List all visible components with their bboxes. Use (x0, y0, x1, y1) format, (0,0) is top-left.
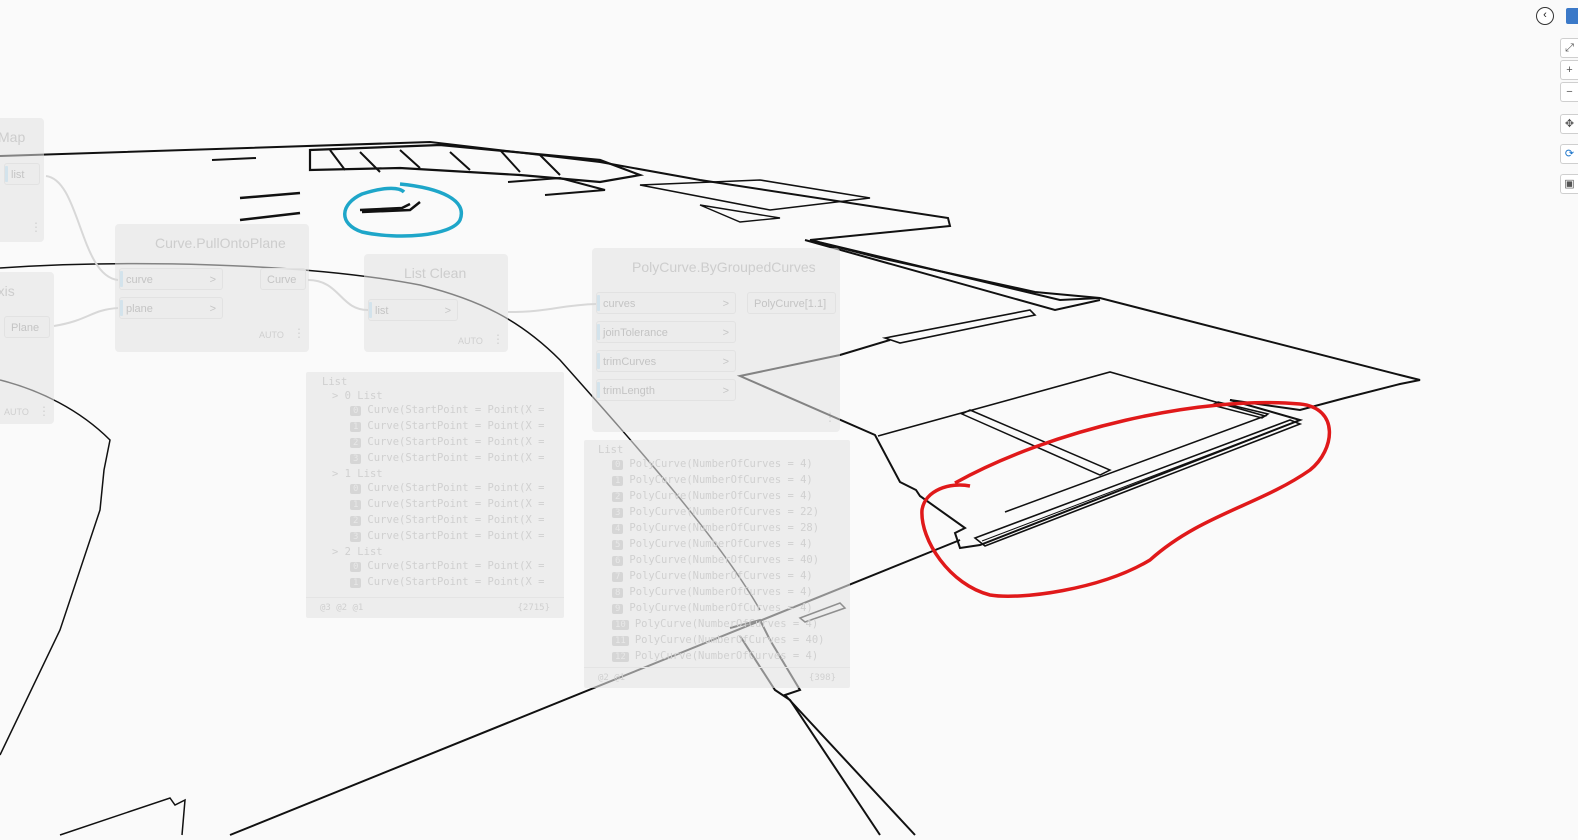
auto-label: AUTO (458, 336, 483, 346)
group-label: > 2 List (332, 546, 383, 558)
more-icon[interactable]: ⋮ (293, 326, 305, 340)
chevron-left-icon[interactable]: ‹ (1536, 7, 1554, 25)
more-icon[interactable]: ⋮ (492, 332, 504, 346)
list-input-port[interactable]: list (4, 163, 40, 185)
geometry-outline (0, 140, 1421, 550)
node-title: YAxis (0, 283, 15, 299)
trim-length-input-port[interactable]: trimLength> (596, 379, 736, 401)
curves-input-port[interactable]: curves> (596, 292, 736, 314)
zoom-in-icon[interactable]: + (1560, 60, 1578, 80)
auto-label: AUTO (4, 407, 29, 417)
more-icon[interactable]: ⋮ (824, 410, 836, 424)
plane-input-port[interactable]: plane> (119, 297, 223, 319)
screenshot-icon[interactable]: ▣ (1560, 174, 1578, 194)
join-tolerance-input-port[interactable]: joinTolerance> (596, 321, 736, 343)
plane-output-port[interactable]: Plane (4, 316, 50, 338)
group-label: > 1 List (332, 468, 383, 480)
node-title: PolyCurve.ByGroupedCurves (632, 259, 816, 275)
map-node[interactable]: Map list ⋮ (0, 118, 44, 242)
node-title: Curve.PullOntoPlane (155, 235, 286, 251)
zoom-extents-icon[interactable]: ⤢ (1560, 38, 1578, 58)
preview-footer: @2 @1 {398} (584, 667, 850, 688)
yaxis-node[interactable]: YAxis Plane AUTO ⋮ (0, 272, 54, 424)
more-icon[interactable]: ⋮ (30, 220, 42, 234)
preview-header: List (322, 376, 348, 388)
blue-highlight-circle (343, 182, 464, 238)
pan-icon[interactable]: ✥ (1560, 114, 1578, 134)
node-title: Map (0, 129, 26, 145)
curve-output-port[interactable]: Curve (260, 268, 306, 290)
auto-label: AUTO (259, 330, 284, 340)
zoom-out-icon[interactable]: − (1560, 82, 1578, 102)
curve-input-port[interactable]: curve> (119, 268, 223, 290)
trim-curves-input-port[interactable]: trimCurves> (596, 350, 736, 372)
list-clean-node[interactable]: List Clean list> AUTO ⋮ (364, 254, 508, 352)
more-icon[interactable]: ⋮ (38, 404, 50, 418)
save-icon[interactable] (1566, 8, 1578, 24)
group-label: > 0 List (332, 390, 383, 402)
preview-footer: @3 @2 @1 {2715} (306, 597, 564, 618)
orbit-icon[interactable]: ⟳ (1560, 144, 1578, 164)
preview-header: List (598, 444, 624, 456)
pull-onto-plane-node[interactable]: Curve.PullOntoPlane curve> plane> Curve … (115, 224, 309, 352)
red-highlight-circle (920, 400, 1332, 598)
polycurve-node[interactable]: PolyCurve.ByGroupedCurves curves> joinTo… (592, 248, 840, 432)
view-toolbar: ⤢ + − ✥ ⟳ ▣ (1554, 0, 1578, 220)
polycurve-output-port[interactable]: PolyCurve[1.1] (747, 292, 836, 314)
node-title: List Clean (404, 265, 467, 281)
list-input-port[interactable]: list> (368, 299, 458, 321)
